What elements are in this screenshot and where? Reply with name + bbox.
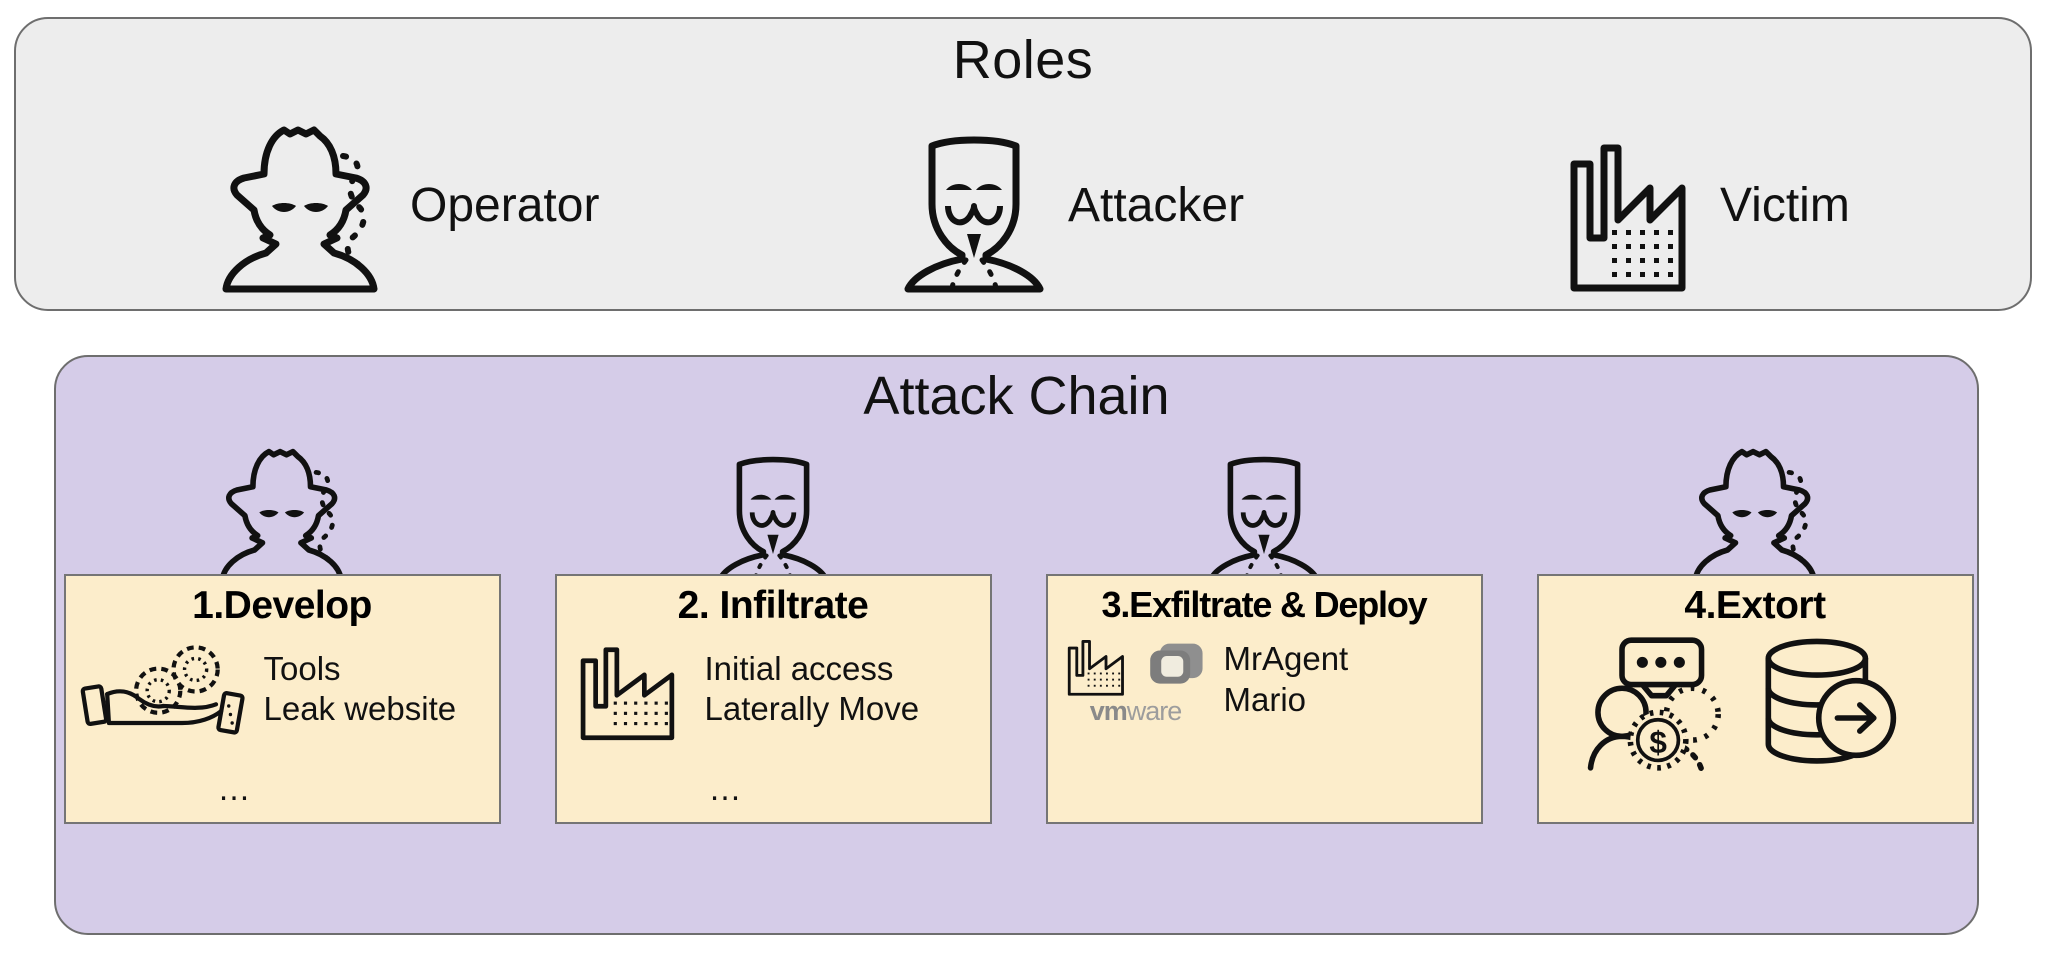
attack-step-4: 4.Extort $: [1535, 447, 1975, 824]
step-1-lines: Tools Leak website: [264, 649, 457, 730]
vmware-wordmark: vmware: [1089, 696, 1183, 727]
step-2-title: 2. Infiltrate: [677, 584, 869, 627]
step-3-line-1: MrAgent: [1223, 640, 1349, 678]
vmware-light: ware: [1126, 696, 1183, 726]
step-1-line-2: Leak website: [263, 690, 457, 727]
role-operator-label: Operator: [410, 178, 600, 232]
roles-panel: Roles Operator: [14, 17, 2032, 311]
attack-chain-panel: Attack Chain 1.Develop: [54, 355, 1979, 935]
step-1-line-1: Tools: [263, 649, 341, 687]
step-2-card: 2. Infiltrate: [554, 574, 992, 824]
role-victim-label: Victim: [1720, 178, 1850, 232]
step-3-line-2: Mario: [1223, 680, 1307, 718]
spy-hacker-icon: [205, 442, 360, 582]
attack-step-3: 3.Exfiltrate & Deploy: [1044, 447, 1484, 824]
step-2-avatar: [553, 447, 993, 582]
attack-chain-title: Attack Chain: [863, 366, 1170, 426]
factory-icon: [571, 634, 691, 744]
attack-step-1: 1.Develop: [62, 447, 502, 824]
step-2-ellipsis: …: [708, 770, 745, 807]
vmware-bold: vm: [1089, 696, 1128, 726]
step-1-title: 1.Develop: [192, 584, 372, 627]
step-4-body: $: [1539, 628, 1972, 774]
anonymous-mask-icon: [1199, 442, 1329, 582]
anonymous-mask-icon: [894, 118, 1054, 293]
roles-panel-title: Roles: [952, 30, 1094, 90]
role-attacker: Attacker: [894, 110, 1244, 300]
step-1-ellipsis: …: [217, 770, 254, 807]
roles-row: Operator Attacker: [16, 105, 2030, 305]
step-4-title: 4.Extort: [1684, 584, 1826, 627]
factory-icon: [1556, 118, 1706, 293]
step-3-title: 3.Exfiltrate & Deploy: [1101, 584, 1428, 625]
step-3-icon-group: vmware: [1062, 632, 1210, 727]
step-4-avatar: [1535, 447, 1975, 582]
spy-hacker-icon: [206, 118, 396, 293]
svg-text:$: $: [1649, 725, 1667, 760]
step-1-card: 1.Develop: [63, 574, 501, 824]
role-attacker-label: Attacker: [1068, 178, 1245, 232]
role-operator: Operator: [206, 110, 599, 300]
step-2-body: Initial access Laterally Move: [557, 628, 990, 744]
factory-vmware-row: [1062, 632, 1210, 698]
step-1-avatar: [62, 447, 502, 582]
step-3-avatar: [1044, 447, 1484, 582]
database-arrow-icon: [1759, 634, 1899, 774]
role-victim: Victim: [1556, 110, 1850, 300]
step-2-line-2: Laterally Move: [704, 690, 920, 727]
anonymous-mask-icon: [708, 442, 838, 582]
step-1-body: Tools Leak website: [66, 628, 499, 744]
step-3-body: vmware MrAgent Mario: [1048, 626, 1481, 727]
hands-gears-icon: [80, 634, 250, 744]
step-4-card: 4.Extort $: [1536, 574, 1974, 824]
attack-step-2: 2. Infiltrate: [553, 447, 993, 824]
step-2-lines: Initial access Laterally Move: [705, 649, 920, 730]
vmware-logo-icon: [1140, 634, 1210, 696]
factory-icon: [1062, 632, 1134, 698]
step-3-lines: MrAgent Mario: [1224, 639, 1349, 720]
ransom-negotiation-icon: $: [1585, 634, 1733, 774]
step-2-line-1: Initial access: [704, 649, 894, 687]
step-3-card: 3.Exfiltrate & Deploy: [1045, 574, 1483, 824]
spy-hacker-icon: [1678, 442, 1833, 582]
